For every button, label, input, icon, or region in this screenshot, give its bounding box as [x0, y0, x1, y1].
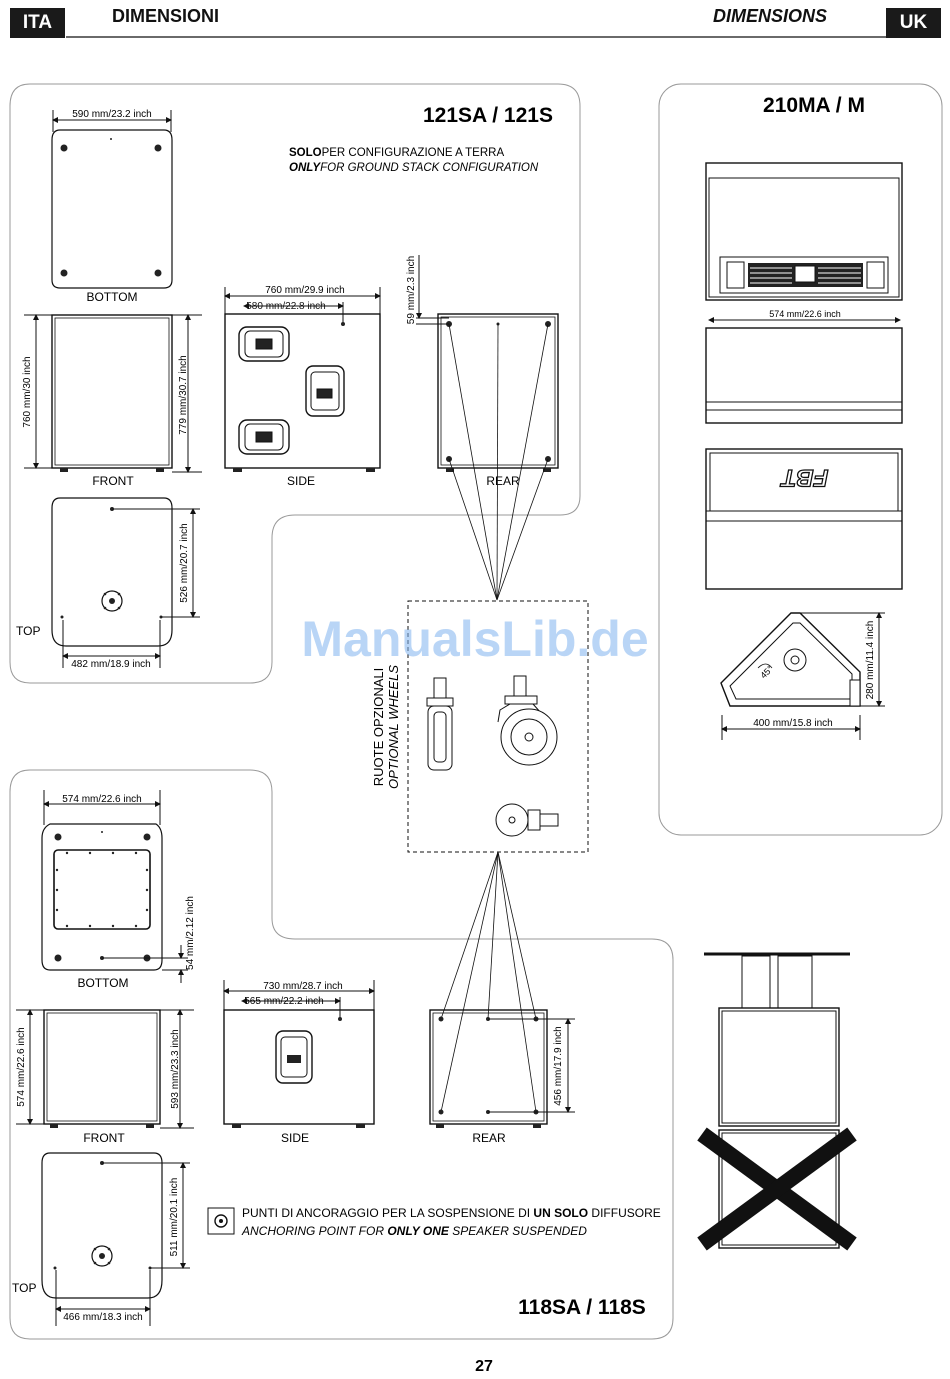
- fbt-logo-210: FBT: [779, 464, 828, 491]
- panel-121-outline: [9, 83, 581, 684]
- stacking-not-allowed-illustration: [697, 952, 857, 1251]
- title-english: DIMENSIONS: [713, 6, 828, 26]
- dim-121-front-height: 760 mm/30 inch: [22, 356, 33, 427]
- anchoring-note-en: ANCHORING POINT FOR ONLY ONE SPEAKER SUS…: [241, 1224, 587, 1238]
- monitor-210-rear-view: [705, 162, 903, 301]
- label-118-bottom: BOTTOM: [77, 976, 128, 990]
- dim-121-bottom-width: 590 mm/23.2 inch: [72, 109, 152, 120]
- view-121-side: 760 mm/29.9 inch 580 mm/22.8 inch SIDE: [224, 285, 381, 488]
- anchoring-point-legend: PUNTI DI ANCORAGGIO PER LA SOSPENSIONE D…: [207, 1206, 661, 1238]
- view-118-rear: 456 mm/17.9 inch REAR: [429, 851, 575, 1145]
- label-118-top: TOP: [12, 1281, 36, 1295]
- monitor-210-front-view: 574 mm/22.6 inch: [705, 309, 903, 424]
- dim-118-rear-height: 456 mm/17.9 inch: [553, 1026, 564, 1106]
- dim-210-width: 574 mm/22.6 inch: [769, 309, 841, 319]
- panel-118-outline: [9, 769, 674, 1340]
- label-121-side: SIDE: [287, 474, 315, 488]
- view-118-front: 574 mm/22.6 inch 593 mm/23.3 inch FRONT: [16, 1009, 194, 1145]
- dim-118-top-width: 466 mm/18.3 inch: [63, 1312, 143, 1323]
- cross-x-icon: [697, 1127, 857, 1251]
- dim-118-side-depth: 565 mm/22.2 inch: [244, 996, 324, 1007]
- language-tag-ita: ITA: [10, 8, 65, 38]
- anchoring-note-it: PUNTI DI ANCORAGGIO PER LA SOSPENSIONE D…: [242, 1206, 661, 1220]
- view-118-side: 730 mm/28.7 inch 565 mm/22.2 inch SIDE: [223, 980, 375, 1145]
- dim-210-height: 280 mm/11.4 inch: [865, 621, 876, 700]
- label-118-rear: REAR: [472, 1131, 506, 1145]
- wheel-front-icon: [426, 677, 454, 771]
- view-118-bottom: 574 mm/22.6 inch 54 mm/2.12 inch BOTTOM: [41, 790, 196, 990]
- dim-118-bottom-offset: 54 mm/2.12 inch: [185, 896, 196, 970]
- view-121-top: 526 mm/20.7 inch 482 mm/18.9 inch TOP: [16, 497, 200, 670]
- anchoring-point-icon: [214, 1214, 228, 1228]
- dim-118-front-height: 574 mm/22.6 inch: [16, 1027, 27, 1107]
- dim-121-side-depth: 580 mm/22.8 inch: [246, 301, 326, 312]
- wheels-label-it: RUOTE OPZIONALI: [371, 668, 386, 786]
- watermark: ManualsLib.de: [301, 611, 648, 667]
- label-118-front: FRONT: [83, 1131, 125, 1145]
- label-121-top: TOP: [16, 624, 40, 638]
- dim-121-rear-offset: 59 mm/2.3 inch: [406, 256, 417, 324]
- dim-118-side-depth-total: 730 mm/28.7 inch: [263, 981, 343, 992]
- view-121-bottom: 590 mm/23.2 inch BOTTOM: [51, 109, 173, 304]
- title-italian: DIMENSIONI: [112, 6, 220, 26]
- view-121-front: 760 mm/30 inch 779 mm/30.7 inch FRONT: [22, 314, 202, 488]
- page-number: 27: [475, 1358, 493, 1375]
- monitor-210-top-view: FBT: [705, 448, 903, 590]
- language-tag-uk: UK: [886, 8, 941, 38]
- optional-wheels-box: RUOTE OPZIONALI OPTIONAL WHEELS: [371, 323, 589, 853]
- model-title-210: 210MA / M: [763, 94, 865, 117]
- model-title-121: 121SA / 121S: [423, 104, 553, 127]
- dim-210-depth: 400 mm/15.8 inch: [753, 718, 833, 729]
- label-121-rear: REAR: [486, 474, 520, 488]
- view-118-top: 511 mm/20.1 inch 466 mm/18.3 inch TOP: [12, 1152, 190, 1326]
- wheels-label-en: OPTIONAL WHEELS: [386, 665, 401, 789]
- label-121-front: FRONT: [92, 474, 134, 488]
- model-title-118: 118SA / 118S: [518, 1296, 646, 1319]
- monitor-210-side-view: 45° 280 mm/11.4 inch 400 mm/15.8 inch: [720, 612, 885, 740]
- view-121-rear: 59 mm/2.3 inch REAR: [406, 255, 559, 488]
- dim-118-front-height-total: 593 mm/23.3 inch: [170, 1029, 181, 1109]
- ground-stack-note-it: SOLOPER CONFIGURAZIONE A TERRA: [289, 147, 504, 159]
- label-121-bottom: BOTTOM: [86, 290, 137, 304]
- dim-121-side-depth-total: 760 mm/29.9 inch: [265, 285, 345, 296]
- ground-stack-note-en: ONLYFOR GROUND STACK CONFIGURATION: [289, 162, 539, 174]
- label-118-side: SIDE: [281, 1131, 309, 1145]
- panel-210-outline: [658, 83, 943, 836]
- dim-121-front-height-total: 779 mm/30.7 inch: [178, 355, 189, 435]
- wheel-top-icon: [495, 803, 559, 837]
- wheel-side-icon: [497, 675, 558, 766]
- dim-118-top-depth: 511 mm/20.1 inch: [169, 1178, 180, 1257]
- dim-118-bottom-width: 574 mm/22.6 inch: [62, 794, 142, 805]
- dim-121-top-width: 482 mm/18.9 inch: [71, 659, 151, 670]
- dim-121-top-depth: 526 mm/20.7 inch: [179, 523, 190, 603]
